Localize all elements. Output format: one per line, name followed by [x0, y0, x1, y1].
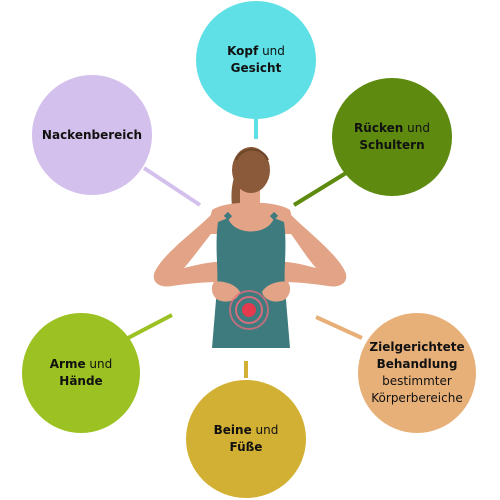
node-targeted: Zielgerichtete Behandlung bestimmter Kör…	[358, 313, 476, 433]
node-arms-label: Arme und Hände	[50, 356, 113, 390]
connector-targeted	[315, 315, 363, 340]
node-head-bold2: Gesicht	[230, 61, 282, 75]
node-arms-bold2: Hände	[59, 374, 103, 388]
pain-point-icon	[229, 290, 269, 330]
node-legs-label: Beine und Füße	[214, 422, 279, 456]
node-back-bold2: Schultern	[359, 138, 425, 152]
node-back-normal: und	[403, 121, 430, 135]
connector-arms	[127, 313, 173, 340]
node-back: Rücken und Schultern	[332, 78, 452, 196]
node-legs-bold: Beine	[213, 423, 252, 437]
node-neck-bold: Nackenbereich	[41, 127, 143, 142]
node-head-label: Kopf und Gesicht	[227, 43, 285, 77]
connector-neck	[142, 166, 202, 207]
node-neck: Nackenbereich	[32, 75, 152, 195]
node-arms-bold: Arme	[49, 357, 86, 371]
node-legs-normal: und	[251, 423, 279, 437]
node-back-label: Rücken und Schultern	[354, 120, 430, 154]
node-head: Kopf und Gesicht	[196, 1, 316, 119]
node-arms-normal: und	[85, 357, 113, 371]
node-targeted-label: Zielgerichtete Behandlung bestimmter Kör…	[366, 339, 468, 407]
node-head-normal: und	[258, 44, 285, 58]
node-head-bold: Kopf	[227, 44, 259, 58]
node-legs: Beine und Füße	[186, 380, 306, 498]
connector-back	[292, 171, 348, 207]
node-targeted-bold: Zielgerichtete Behandlung	[369, 340, 465, 371]
node-targeted-normal: bestimmter Körperbereiche	[371, 374, 463, 405]
node-legs-bold2: Füße	[229, 440, 263, 454]
node-neck-label: Nackenbereich	[42, 127, 142, 144]
node-arms: Arme und Hände	[22, 313, 140, 433]
woman-figure	[153, 147, 347, 348]
node-back-bold: Rücken	[354, 121, 404, 135]
